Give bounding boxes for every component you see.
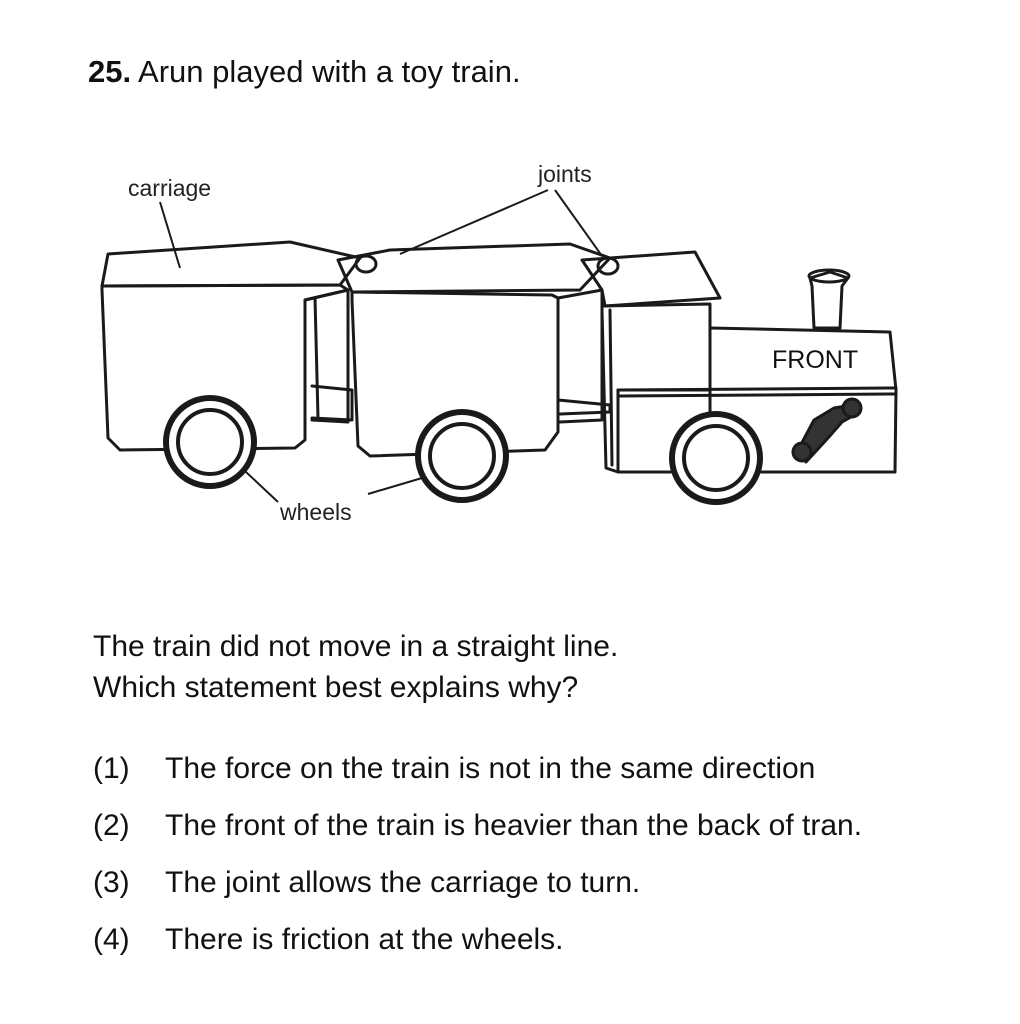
option-1[interactable]: (1) The force on the train is not in the…: [93, 752, 973, 809]
toy-train-figure: carriage joints wheels FRONT: [90, 150, 920, 540]
option-number: (4): [93, 923, 130, 956]
engine-cab-roof: [580, 250, 722, 308]
joint-1: [354, 254, 378, 274]
label-front: FRONT: [772, 346, 858, 374]
option-4[interactable]: (4) There is friction at the wheels.: [93, 923, 973, 980]
label-carriage: carriage: [128, 175, 211, 201]
option-text: The joint allows the carriage to turn.: [165, 866, 641, 899]
prompt-line-1: The train did not move in a straight lin…: [93, 630, 619, 663]
option-text: The front of the train is heavier than t…: [165, 809, 863, 842]
label-joints: joints: [537, 161, 592, 187]
middle-carriage-body: [350, 290, 560, 458]
engine-chimney: [808, 270, 850, 330]
back-carriage-body: [100, 283, 350, 452]
question-title: 25. Arun played with a toy train.: [88, 52, 521, 92]
toy-train-diagram: carriage joints wheels FRONT: [100, 161, 898, 525]
option-2[interactable]: (2) The front of the train is heavier th…: [93, 809, 973, 866]
option-number: (1): [93, 752, 130, 785]
prompt-line-2: Which statement best explains why?: [93, 671, 579, 704]
question-number: 25.: [88, 54, 132, 89]
joint-2: [596, 256, 620, 276]
back-carriage-roof: [100, 240, 362, 288]
option-3[interactable]: (3) The joint allows the carriage to tur…: [93, 866, 973, 923]
answer-options: (1) The force on the train is not in the…: [93, 752, 973, 980]
label-wheels: wheels: [279, 499, 352, 525]
middle-carriage-roof: [336, 242, 612, 294]
option-text: The force on the train is not in the sam…: [165, 752, 816, 785]
option-number: (3): [93, 866, 130, 899]
question-prompt: The train did not move in a straight lin…: [93, 626, 618, 708]
question-text: Arun played with a toy train.: [138, 54, 521, 89]
option-text: There is friction at the wheels.: [165, 923, 564, 956]
engine-cab-body: [600, 302, 712, 474]
option-number: (2): [93, 809, 130, 842]
engine-front-block: [708, 326, 898, 474]
